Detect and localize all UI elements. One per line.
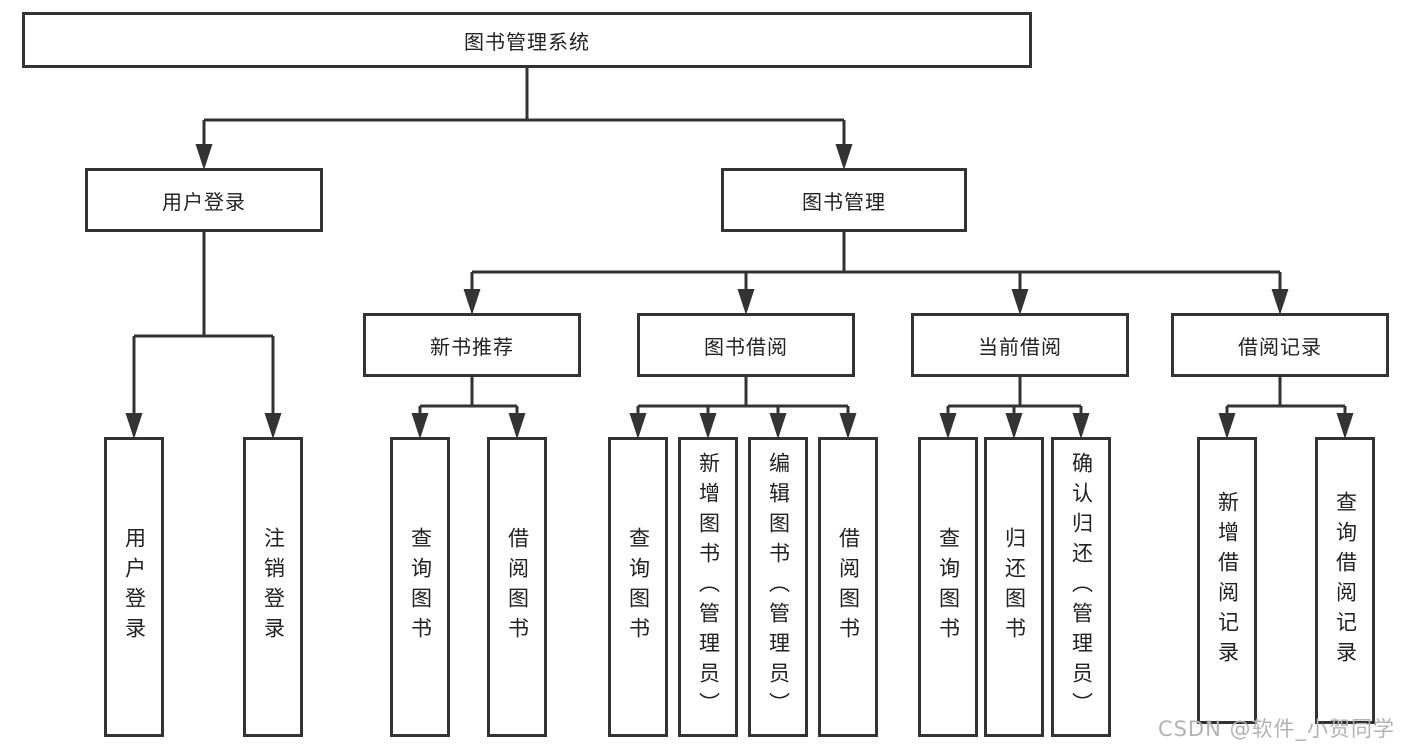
connector-book-borrowing-to-leaves	[629, 377, 857, 439]
leaf-label: 借阅图书	[836, 527, 861, 647]
arrowhead	[1218, 413, 1236, 439]
arrowhead	[264, 413, 282, 439]
leaf-query-books-borrowing: 查询图书	[608, 437, 668, 737]
connector-book-management-to-level3	[463, 232, 1289, 315]
connector-current-borrowing-to-leaves	[939, 377, 1090, 439]
arrowhead	[1271, 289, 1289, 315]
arrowhead	[1011, 289, 1029, 315]
leaf-label: 查询图书	[408, 527, 433, 647]
node-borrowing-records: 借阅记录	[1171, 313, 1389, 377]
node-user-login-label: 用户登录	[162, 189, 246, 214]
leaf-label: 用户登录	[122, 527, 147, 647]
connector-root-to-level2	[195, 68, 853, 170]
node-book-borrowing-label: 图书借阅	[704, 334, 788, 359]
leaf-label: 查询图书	[936, 527, 961, 647]
arrowhead	[463, 289, 481, 315]
connector-new-book-recommend-to-leaves	[411, 377, 526, 439]
arrowhead	[939, 413, 957, 439]
leaf-label: 查询借阅记录	[1333, 490, 1358, 671]
leaf-query-borrow-record: 查询借阅记录	[1315, 437, 1375, 724]
leaf-add-book-admin: 新增图书（管理员）	[678, 437, 738, 737]
arrowhead	[769, 413, 787, 439]
csdn-watermark: CSDN @软件_小贺同学	[1157, 717, 1395, 741]
node-current-borrowing: 当前借阅	[911, 313, 1129, 377]
leaf-edit-book-admin: 编辑图书（管理员）	[748, 437, 808, 737]
leaf-borrow-books: 借阅图书	[818, 437, 878, 737]
leaf-borrow-books-recommend: 借阅图书	[487, 437, 547, 737]
node-user-login: 用户登录	[85, 168, 323, 232]
leaf-label: 新增借阅记录	[1215, 490, 1240, 671]
node-borrowing-records-label: 借阅记录	[1238, 334, 1322, 359]
leaf-label: 查询图书	[626, 527, 651, 647]
leaf-query-books-current: 查询图书	[918, 437, 978, 737]
connector-user-login-to-leaves	[125, 232, 282, 439]
arrowhead	[1336, 413, 1354, 439]
leaf-user-login: 用户登录	[104, 437, 164, 737]
arrowhead	[1072, 413, 1090, 439]
node-book-management-label: 图书管理	[802, 189, 886, 214]
arrowhead	[508, 413, 526, 439]
leaf-label: 确认归还（管理员）	[1069, 452, 1094, 722]
node-new-book-recommend: 新书推荐	[363, 313, 581, 377]
node-new-book-recommend-label: 新书推荐	[430, 334, 514, 359]
arrowhead	[195, 144, 213, 170]
node-root: 图书管理系统	[22, 12, 1032, 68]
node-current-borrowing-label: 当前借阅	[978, 334, 1062, 359]
node-root-label: 图书管理系统	[464, 29, 590, 54]
leaf-label: 注销登录	[261, 527, 286, 647]
connector-borrowing-records-to-leaves	[1218, 377, 1354, 439]
arrowhead	[839, 413, 857, 439]
node-book-borrowing: 图书借阅	[637, 313, 855, 377]
leaf-logout: 注销登录	[243, 437, 303, 737]
leaf-confirm-return-admin: 确认归还（管理员）	[1051, 437, 1111, 737]
arrowhead	[835, 144, 853, 170]
arrowhead	[699, 413, 717, 439]
leaf-label: 新增图书（管理员）	[696, 452, 721, 722]
leaf-label: 借阅图书	[505, 527, 530, 647]
leaf-query-books-recommend: 查询图书	[390, 437, 450, 737]
arrowhead	[125, 413, 143, 439]
leaf-label: 编辑图书（管理员）	[766, 452, 791, 722]
arrowhead	[411, 413, 429, 439]
arrowhead	[1005, 413, 1023, 439]
leaf-add-borrow-record: 新增借阅记录	[1197, 437, 1257, 724]
leaf-return-book: 归还图书	[984, 437, 1044, 737]
arrowhead	[737, 289, 755, 315]
arrowhead	[629, 413, 647, 439]
node-book-management: 图书管理	[721, 168, 967, 232]
leaf-label: 归还图书	[1002, 527, 1027, 647]
